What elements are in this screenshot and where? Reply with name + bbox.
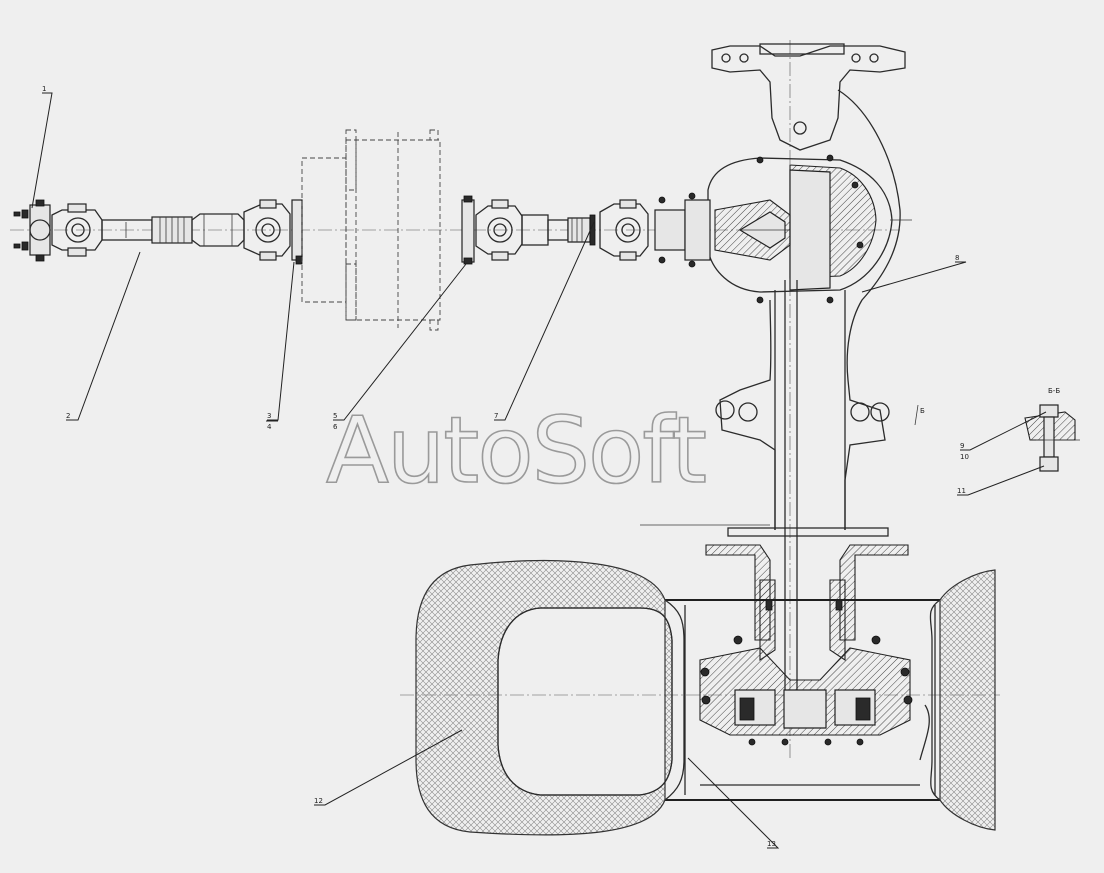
transfer-case-outline: [301, 129, 441, 331]
watermark-text: AutoSoft: [326, 397, 705, 504]
callout-2: 2: [66, 412, 70, 420]
wheel-hub-section: [699, 527, 913, 746]
view-mark-label: Б: [920, 407, 925, 415]
callout-6: 6: [333, 423, 338, 431]
callout-11: 11: [957, 487, 966, 495]
callout-3: 3: [267, 412, 271, 420]
rear-driveshaft: [461, 195, 649, 265]
callout-5: 5: [333, 412, 337, 420]
bolt-section-detail: [1024, 404, 1080, 472]
callout-4: 4: [267, 423, 272, 431]
callout-1: 1: [42, 85, 46, 93]
callout-labels: 1 2 3 4 5 6 7 8 9 10 11 12 13 Б-Б Б: [42, 85, 1060, 848]
callout-8: 8: [955, 254, 959, 262]
callout-9: 9: [960, 442, 964, 450]
section-label: Б-Б: [1048, 387, 1060, 395]
callout-13: 13: [767, 840, 776, 848]
callout-12: 12: [314, 797, 323, 805]
tire-section: [415, 559, 996, 836]
leader-lines: [31, 92, 1047, 849]
wheel-rim: [664, 599, 941, 801]
callout-10: 10: [960, 453, 969, 461]
front-driveshaft: [13, 199, 303, 265]
axle-housing: [640, 43, 919, 720]
callout-7: 7: [494, 412, 498, 420]
